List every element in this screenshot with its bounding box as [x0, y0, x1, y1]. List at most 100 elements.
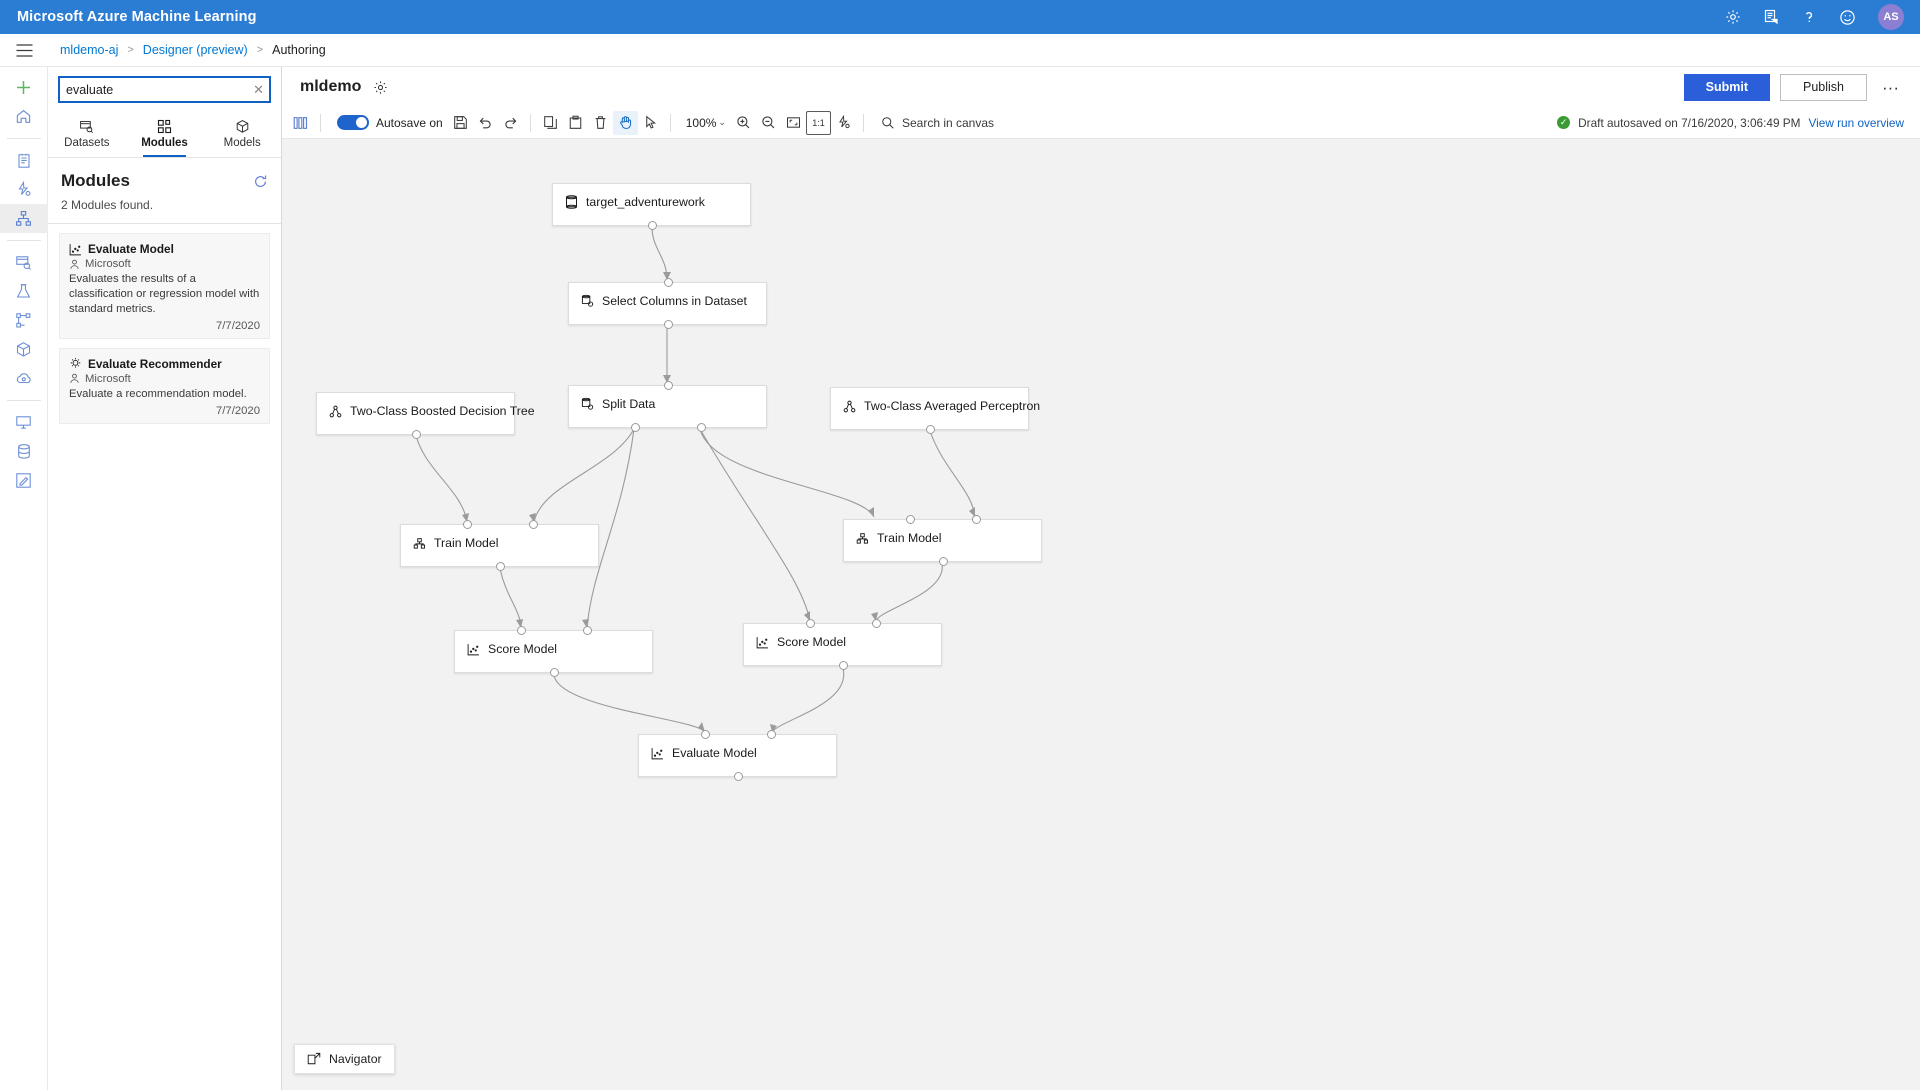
- feedback-doc-icon[interactable]: [1763, 9, 1779, 25]
- node-output-port[interactable]: [664, 320, 673, 329]
- rail-item-datastores[interactable]: [0, 437, 48, 466]
- node-input-port-right[interactable]: [583, 626, 592, 635]
- algorithm-icon: [843, 400, 856, 413]
- pipeline-canvas[interactable]: target_adventurework Select Columns in D…: [282, 139, 1920, 1090]
- node-output-port[interactable]: [839, 661, 848, 670]
- tab-modules[interactable]: Modules: [126, 111, 204, 157]
- canvas-node-train-model-right[interactable]: Train Model: [843, 515, 1042, 566]
- node-input-port-left[interactable]: [701, 730, 710, 739]
- canvas-node-score-model-right[interactable]: Score Model: [743, 619, 942, 670]
- breadcrumb-designer[interactable]: Designer (preview): [142, 43, 248, 57]
- actual-size-button[interactable]: 1:1: [805, 110, 831, 135]
- module-date: 7/7/2020: [216, 319, 260, 332]
- module-publisher: Microsoft: [85, 258, 131, 270]
- rail-item-notebooks[interactable]: [0, 146, 48, 175]
- smiley-icon[interactable]: [1839, 9, 1856, 26]
- publish-button[interactable]: Publish: [1780, 73, 1868, 101]
- node-input-port-right[interactable]: [767, 730, 776, 739]
- left-icon-rail: [0, 67, 48, 1090]
- trash-icon[interactable]: [588, 111, 613, 135]
- node-input-port-left[interactable]: [517, 626, 526, 635]
- canvas-node-evaluate-model[interactable]: Evaluate Model: [638, 730, 837, 781]
- view-run-overview-link[interactable]: View run overview: [1808, 115, 1904, 130]
- more-options-button[interactable]: ···: [1882, 77, 1899, 97]
- search-container: ✕: [48, 67, 281, 111]
- rail-item-home[interactable]: [0, 102, 48, 131]
- zoom-in-icon[interactable]: [731, 111, 756, 135]
- refresh-icon[interactable]: [253, 174, 268, 189]
- save-button[interactable]: [448, 111, 473, 135]
- copy-button[interactable]: [538, 111, 563, 135]
- redo-button[interactable]: [498, 111, 523, 135]
- autosave-toggle[interactable]: [337, 115, 369, 130]
- rail-item-automated-ml[interactable]: [0, 175, 48, 204]
- rail-item-endpoints[interactable]: [0, 364, 48, 393]
- node-input-port-left[interactable]: [463, 520, 472, 529]
- canvas-node-split-data[interactable]: Split Data: [568, 381, 767, 432]
- rail-item-datasets[interactable]: [0, 248, 48, 277]
- canvas-node-two-class-averaged-perceptron[interactable]: Two-Class Averaged Perceptron: [830, 387, 1040, 434]
- hand-icon[interactable]: [612, 110, 638, 135]
- paste-button[interactable]: [563, 111, 588, 135]
- cursor-icon[interactable]: [638, 111, 663, 135]
- node-input-port-right[interactable]: [529, 520, 538, 529]
- node-output-port-left[interactable]: [631, 423, 640, 432]
- rail-item-new-item[interactable]: [0, 73, 48, 102]
- node-output-port[interactable]: [496, 562, 505, 571]
- node-input-port-right[interactable]: [872, 619, 881, 628]
- node-output-port[interactable]: [734, 772, 743, 781]
- node-output-port[interactable]: [648, 221, 657, 230]
- zoom-level-value[interactable]: 100%: [685, 115, 717, 130]
- autosave-toggle-group[interactable]: Autosave on: [337, 115, 443, 130]
- rail-item-data-labeling[interactable]: [0, 466, 48, 495]
- auto-layout-icon[interactable]: [831, 111, 856, 135]
- gear-icon[interactable]: [373, 80, 388, 95]
- chevron-down-icon[interactable]: ⌄: [718, 117, 726, 127]
- search-icon: [881, 116, 895, 130]
- node-output-port[interactable]: [412, 430, 421, 439]
- navigator-icon: [307, 1052, 321, 1066]
- search-box[interactable]: ✕: [58, 76, 271, 103]
- fit-to-screen-icon[interactable]: [781, 111, 806, 135]
- tab-datasets[interactable]: Datasets: [48, 111, 126, 157]
- search-input[interactable]: [60, 78, 269, 101]
- list-item[interactable]: Evaluate Recommender Microsoft Evaluate …: [59, 347, 270, 424]
- navigator-button[interactable]: Navigator: [294, 1044, 395, 1074]
- tab-models[interactable]: Models: [203, 111, 281, 157]
- node-input-port-left[interactable]: [806, 619, 815, 628]
- panel-toggle-icon[interactable]: [288, 111, 313, 135]
- breadcrumb-workspace[interactable]: mldemo-aj: [60, 43, 119, 57]
- person-icon: [69, 373, 80, 384]
- rail-item-pipelines[interactable]: [0, 306, 48, 335]
- node-input-port[interactable]: [664, 278, 673, 287]
- node-input-port-right[interactable]: [972, 515, 981, 524]
- node-output-port[interactable]: [939, 557, 948, 566]
- help-question-icon[interactable]: [1801, 9, 1817, 25]
- canvas-node-score-model-left[interactable]: Score Model: [454, 626, 653, 677]
- rail-item-compute[interactable]: [0, 408, 48, 437]
- node-input-port-left[interactable]: [906, 515, 915, 524]
- rail-item-models[interactable]: [0, 335, 48, 364]
- settings-gear-icon[interactable]: [1725, 9, 1741, 25]
- hamburger-menu-icon[interactable]: [0, 34, 48, 66]
- undo-button[interactable]: [473, 111, 498, 135]
- canvas-node-target-adventurework[interactable]: target_adventurework: [552, 183, 751, 230]
- avatar[interactable]: AS: [1878, 4, 1904, 30]
- canvas-node-select-columns[interactable]: Select Columns in Dataset: [568, 278, 767, 329]
- node-input-port[interactable]: [664, 381, 673, 390]
- zoom-out-icon[interactable]: [756, 111, 781, 135]
- canvas-node-train-model-left[interactable]: Train Model: [400, 520, 599, 571]
- canvas-search[interactable]: Search in canvas: [881, 116, 994, 130]
- edge-layer: [414, 226, 976, 733]
- module-title-row: Evaluate Recommender: [69, 357, 260, 371]
- submit-button[interactable]: Submit: [1683, 73, 1771, 101]
- node-output-port-right[interactable]: [697, 423, 706, 432]
- rail-item-designer[interactable]: [0, 204, 48, 233]
- close-icon[interactable]: ✕: [253, 82, 264, 97]
- list-item[interactable]: Evaluate Model Microsoft Evaluates the r…: [59, 233, 270, 339]
- canvas-node-two-class-boosted-decision-tree[interactable]: Two-Class Boosted Decision Tree: [316, 392, 535, 439]
- rail-item-experiments[interactable]: [0, 277, 48, 306]
- node-output-port[interactable]: [926, 425, 935, 434]
- node-output-port[interactable]: [550, 668, 559, 677]
